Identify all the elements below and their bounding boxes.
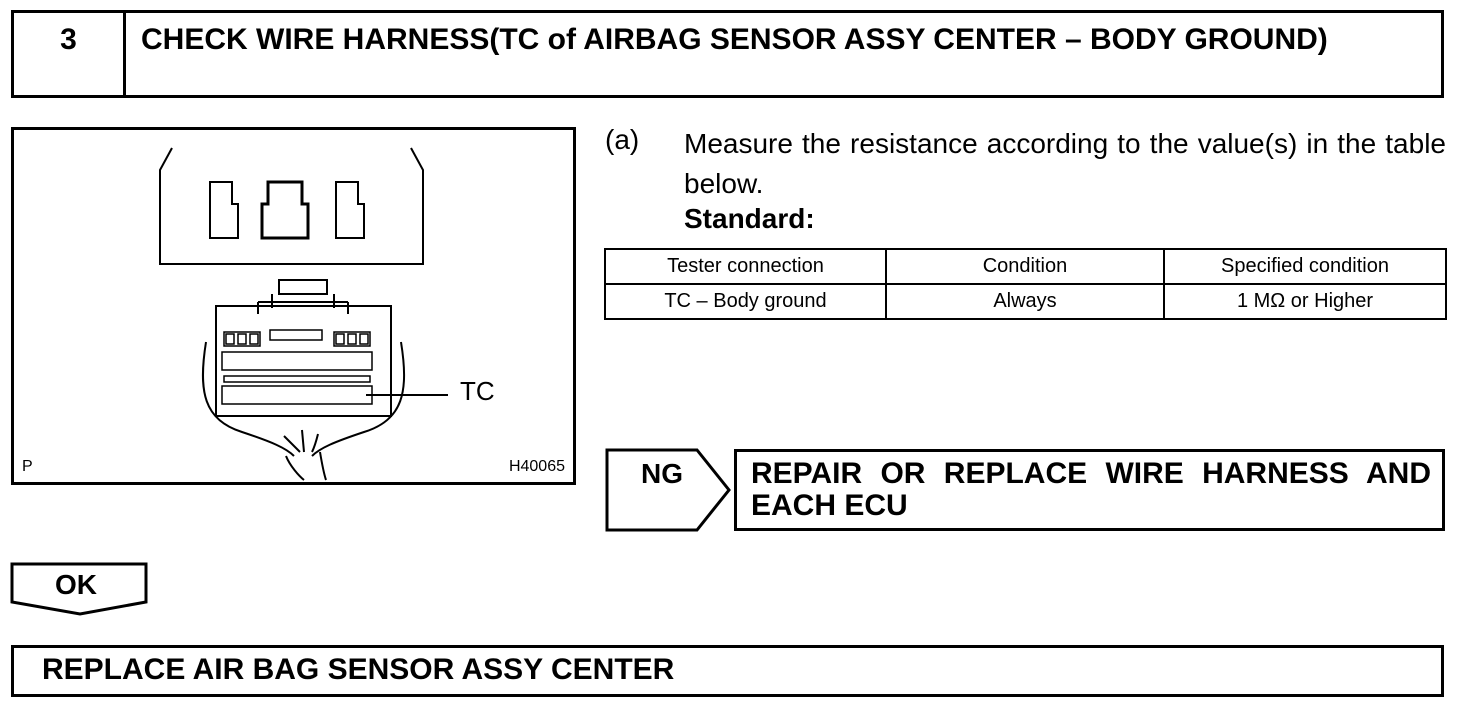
ok-action-box: REPLACE AIR BAG SENSOR ASSY CENTER bbox=[11, 645, 1444, 697]
table-cell: 1 MΩ or Higher bbox=[1163, 283, 1447, 320]
instruction-marker: (a) bbox=[605, 124, 640, 155]
step-title: CHECK WIRE HARNESS(TC of AIRBAG SENSOR A… bbox=[141, 23, 1328, 56]
figure-code: H40065 bbox=[508, 458, 565, 475]
ng-label: NG bbox=[641, 458, 683, 489]
step-header: 3 CHECK WIRE HARNESS(TC of AIRBAG SENSOR… bbox=[11, 10, 1444, 98]
harness-outline-left bbox=[201, 341, 295, 457]
harness-wires bbox=[285, 451, 327, 481]
tc-callout-label: TC bbox=[460, 376, 495, 406]
connector-illustration: TC P H40065 bbox=[11, 127, 576, 485]
connector-cavity-center bbox=[260, 180, 310, 240]
table-header-row: Tester connection Condition Specified co… bbox=[604, 248, 1447, 285]
connector-front-outline bbox=[159, 147, 424, 265]
ok-action-text: REPLACE AIR BAG SENSOR ASSY CENTER bbox=[42, 653, 675, 686]
specification-table: Tester connection Condition Specified co… bbox=[604, 248, 1447, 320]
connector-body bbox=[215, 305, 392, 417]
connector-diagram bbox=[159, 147, 448, 481]
connector-cavity-left bbox=[209, 181, 239, 239]
table-cell: TC – Body ground bbox=[604, 283, 887, 320]
connector-lock bbox=[278, 279, 328, 295]
table-cell: Always bbox=[885, 283, 1165, 320]
connector-cavity-right bbox=[335, 181, 365, 239]
instruction-text: Measure the resistance according to the … bbox=[684, 128, 1446, 199]
ok-arrow-tag bbox=[10, 562, 148, 616]
ok-label: OK bbox=[55, 569, 97, 600]
standard-label: Standard: bbox=[684, 203, 815, 234]
ng-arrow-tag bbox=[605, 448, 731, 532]
ng-action-text: REPAIR OR REPLACE WIRE HARNESS AND EACH … bbox=[751, 457, 1431, 522]
ng-action-box: REPAIR OR REPLACE WIRE HARNESS AND EACH … bbox=[734, 449, 1445, 531]
table-row: TC – Body ground Always 1 MΩ or Higher bbox=[604, 283, 1447, 320]
column-header: Tester connection bbox=[604, 248, 887, 285]
harness-outline-right bbox=[311, 341, 406, 457]
connector-pin-grid bbox=[221, 329, 373, 405]
column-header: Condition bbox=[885, 248, 1165, 285]
figure-corner-label: P bbox=[22, 458, 33, 475]
column-header: Specified condition bbox=[1163, 248, 1447, 285]
step-number: 3 bbox=[14, 13, 126, 95]
